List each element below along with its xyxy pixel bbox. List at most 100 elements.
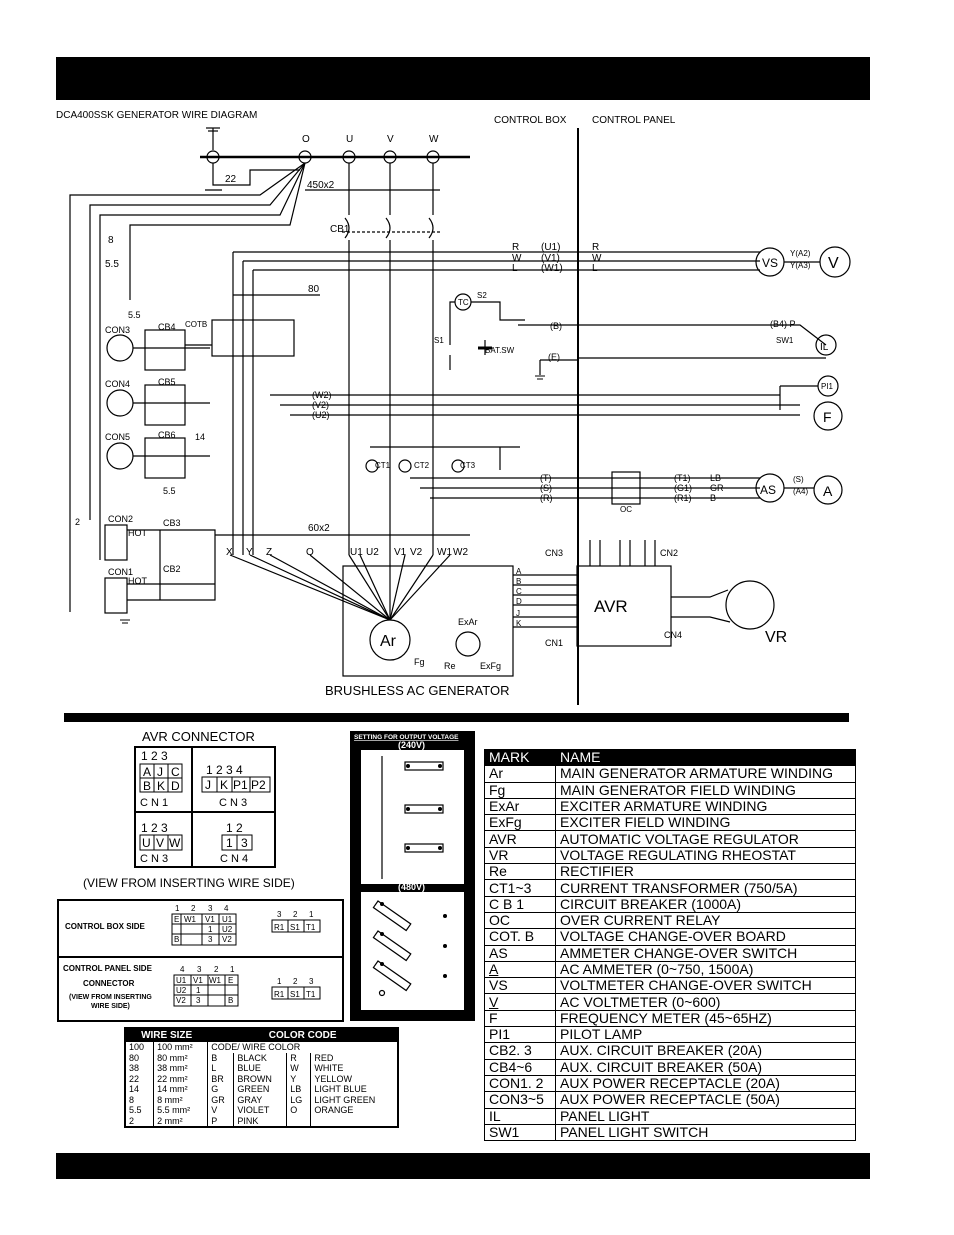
color-code-cell: W (286, 1063, 311, 1074)
gen-w1: W1 (437, 547, 452, 558)
diagram-title: DCA400SSK GENERATOR WIRE DIAGRAM (56, 110, 257, 121)
cps-r1: R1 (274, 990, 285, 999)
legend-mark: CT1~3 (484, 879, 556, 897)
legend-mark: AS (484, 944, 556, 962)
control-panel-label: CONTROL PANEL (592, 115, 676, 126)
cbs-r2c3: V2 (222, 935, 232, 944)
wire-size-mm-cell: 14 mm² (153, 1084, 208, 1095)
re-label: Re (444, 661, 456, 671)
color-name-cell: BROWN (233, 1073, 287, 1084)
legend-mark: PI1 (484, 1026, 556, 1044)
cn3-label: CN3 (545, 548, 563, 558)
cn1-b: B (143, 779, 151, 793)
legend-mark: OC (484, 911, 556, 930)
wire-14: 14 (195, 432, 205, 442)
color-code-cell: O (286, 1105, 311, 1116)
cb6-label: CB6 (158, 430, 176, 440)
wire-size-mm-cell: 2 mm² (153, 1115, 208, 1127)
legend-mark: F (484, 1009, 556, 1028)
legend-mark: ExFg (484, 814, 556, 832)
gen-v1: V1 (394, 547, 407, 558)
table-row: 80 80 mm² B BLACK R RED (124, 1052, 398, 1063)
wire-22: 22 (225, 174, 237, 185)
con5-label: CON5 (105, 432, 130, 442)
wire-v1: (V1) (541, 253, 560, 264)
cn3b-u: U (142, 836, 151, 850)
color-code-cell: V (207, 1105, 234, 1116)
cps-r0c0: U1 (176, 976, 187, 985)
color-code-cell: P (207, 1115, 234, 1127)
cbs-num-2: 2 (191, 904, 196, 913)
wire-u1: (U1) (541, 242, 560, 253)
avr-connector-title: AVR CONNECTOR (142, 729, 255, 744)
color-name-cell: PINK (233, 1115, 287, 1127)
table-row: 22 22 mm² BR BROWN Y YELLOW (124, 1073, 398, 1084)
color-name-cell: VIOLET (233, 1105, 287, 1116)
cn3a-nums: 1 2 3 4 (206, 763, 243, 777)
legend-name: PANEL LIGHT (555, 1107, 856, 1125)
con1-label: CON1 (108, 567, 133, 577)
legend-name: EXCITER ARMATURE WINDING (555, 797, 856, 816)
wire-v2: (V2) (312, 400, 329, 410)
wire-bb: B (710, 493, 716, 503)
legend-name: AUTOMATIC VOLTAGE REGULATOR (555, 830, 856, 848)
legend-name: AUX POWER RECEPTACLE (20A) (555, 1074, 856, 1093)
wire-a4: (A4) (793, 487, 808, 496)
cps-r2c1: 3 (196, 996, 201, 1005)
legend-name-header: NAME (555, 748, 856, 767)
color-code-subheader: CODE/ WIRE COLOR (207, 1042, 398, 1053)
vr-label: VR (765, 629, 787, 646)
control-box-label: CONTROL BOX (494, 115, 567, 126)
ct1-label: CT1 (375, 461, 391, 470)
wire-b4: (B4) P (770, 319, 796, 329)
cbs-r1c3: U2 (222, 925, 233, 934)
color-code-cell: GR (207, 1094, 234, 1105)
cps-r0c1: V1 (193, 976, 203, 985)
color-name-cell (310, 1115, 398, 1127)
wire-size-cell: 38 (124, 1063, 154, 1074)
cps-rnum-2: 2 (293, 977, 298, 986)
exfg-label: ExFg (480, 661, 501, 671)
cps-r2c0: V2 (176, 996, 186, 1005)
wire-ya3: Y(A3) (790, 261, 811, 270)
cn3a-p2: P2 (251, 778, 266, 792)
gen-v2: V2 (410, 547, 423, 558)
cps-num-3: 3 (197, 965, 202, 974)
cps-r0c3: E (228, 976, 233, 985)
gen-u1: U1 (350, 547, 363, 558)
wire-e: (E) (548, 352, 560, 362)
wire-size-mm-cell: 22 mm² (153, 1073, 208, 1084)
cbs-r0c3: U1 (222, 915, 233, 924)
legend-name: AUX POWER RECEPTACLE (50A) (555, 1091, 856, 1109)
output-480v: (480V) (398, 882, 425, 892)
color-name-cell: YELLOW (310, 1073, 398, 1084)
wire-80: 80 (308, 284, 320, 295)
cn1-nums: 1 2 3 (141, 749, 168, 763)
color-name-cell: BLUE (233, 1063, 287, 1074)
legend-name: MAIN GENERATOR ARMATURE WINDING (555, 765, 856, 783)
color-name-cell: ORANGE (310, 1105, 398, 1116)
legend-mark: VR (484, 846, 556, 865)
cbs-r1c2: 1 (208, 925, 213, 934)
cn1-j: J (157, 765, 163, 779)
wire-size-mm-cell: 80 mm² (153, 1052, 208, 1063)
cn3b-v: V (156, 836, 164, 850)
table-row: 5.5 5.5 mm² V VIOLET O ORANGE (124, 1105, 398, 1116)
s1-label: S1 (434, 336, 444, 345)
legend-mark: IL (484, 1107, 556, 1125)
table-row: 38 38 mm² L BLUE W WHITE (124, 1063, 398, 1074)
cn2-label: CN2 (660, 548, 678, 558)
control-panel-side-label: CONTROL PANEL SIDE (63, 964, 153, 973)
gen-x: X (226, 547, 233, 558)
cb1-label: CB1 (330, 224, 350, 235)
wire-ya2: Y(A2) (790, 249, 811, 258)
legend-name: CURRENT TRANSFORMER (750/5A) (555, 879, 856, 897)
cn1-c: C (171, 765, 180, 779)
